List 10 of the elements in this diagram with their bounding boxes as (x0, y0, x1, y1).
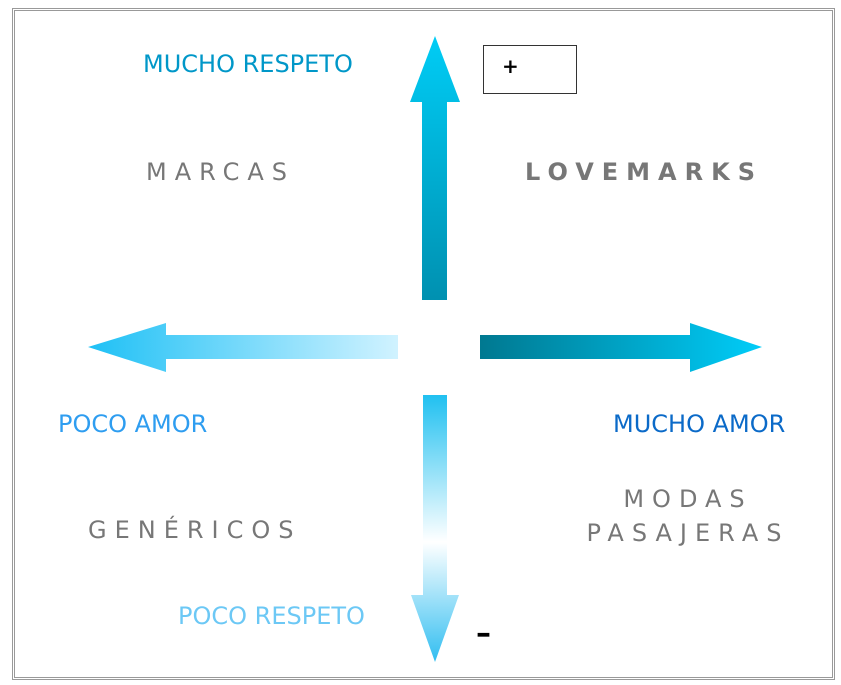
quadrant-label: MARCAS (146, 158, 296, 186)
quadrant-label: GENÉRICOS (88, 516, 302, 544)
quadrant-label: LOVEMARKS (525, 158, 763, 186)
axis-label: MUCHO AMOR (613, 410, 786, 438)
axis-label: POCO RESPETO (178, 602, 365, 630)
axis-label: POCO AMOR (58, 410, 208, 438)
sign-box: + (483, 45, 577, 94)
quadrant-label: MODAS PASAJERAS (585, 484, 791, 549)
axis-label: MUCHO RESPETO (143, 50, 353, 78)
minus-sign: – (476, 616, 491, 651)
